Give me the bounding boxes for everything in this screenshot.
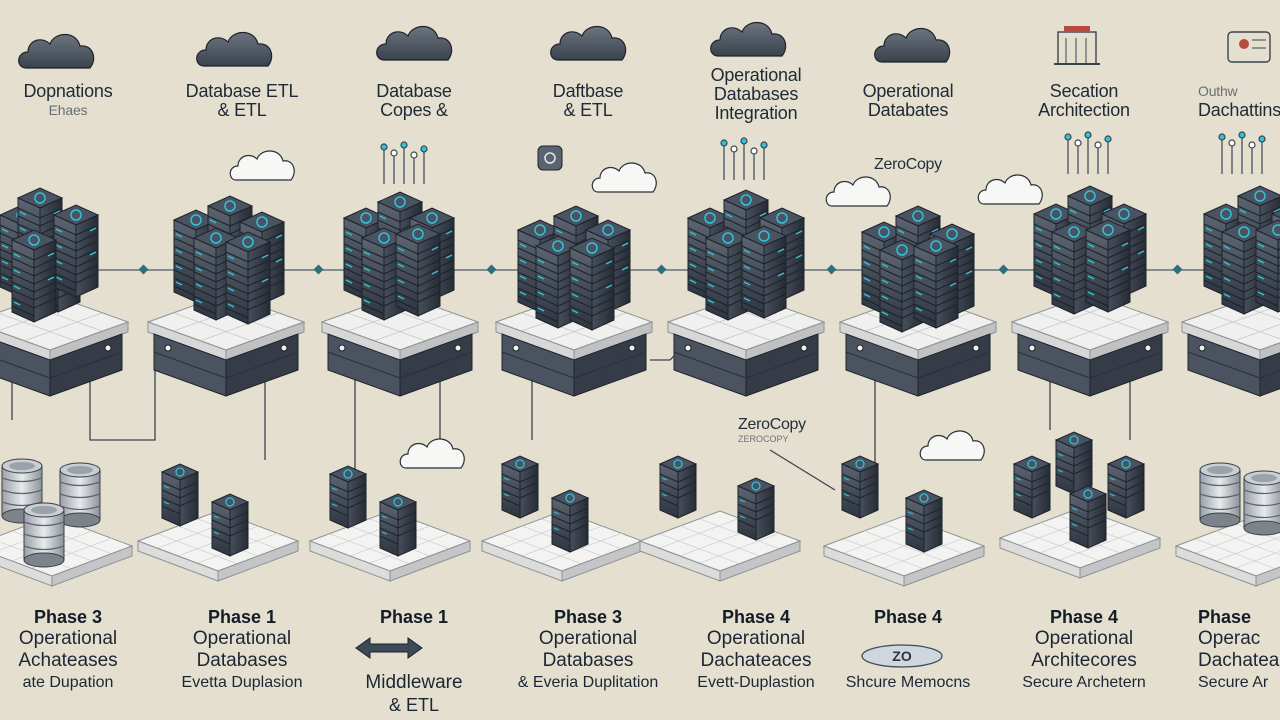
phase-label: Phase 3 bbox=[33, 607, 103, 627]
phase-line-3: & Everia Duplitation bbox=[517, 674, 659, 691]
architecture-icon bbox=[1054, 26, 1100, 65]
column-title: Operational Databases Integration bbox=[668, 66, 844, 123]
database-icon bbox=[1227, 31, 1271, 63]
column-text-3: Database Copes & Phase 1 Middleware & ET… bbox=[326, 0, 502, 720]
column-title: Secation Architection bbox=[996, 82, 1172, 120]
column-title: Database ETL & ETL bbox=[154, 82, 330, 120]
phase-label: Phase 4 bbox=[873, 607, 943, 627]
phase-line-1: Operational bbox=[18, 628, 118, 649]
phase-line-2: Databases bbox=[196, 650, 288, 671]
title-line: Secation bbox=[1049, 81, 1119, 101]
phase-line-3: Secure Archetern bbox=[1022, 674, 1146, 691]
phase-line-1: Operac bbox=[1198, 628, 1261, 649]
phase-line-3: & ETL bbox=[388, 695, 440, 715]
phase-line-2: Middleware bbox=[365, 672, 463, 693]
phase-line-2: Databases bbox=[542, 650, 634, 671]
gear-icon bbox=[537, 145, 563, 171]
phase-line-1 bbox=[326, 628, 502, 672]
phase-line-3: Evett-Duplastion bbox=[697, 674, 815, 691]
phase-label: Phase 1 bbox=[207, 607, 277, 627]
title-line: Database bbox=[376, 81, 452, 101]
title-line-2: Architection bbox=[1038, 100, 1130, 120]
phase-label: Phase 1 bbox=[379, 607, 449, 627]
phase-line-3: Secure Ar bbox=[1198, 674, 1269, 691]
phase-line-1: Operational bbox=[1034, 628, 1134, 649]
phase-block: Phase 4 Shcure Memocns bbox=[820, 606, 996, 694]
title-subline: Outhw bbox=[1198, 83, 1238, 99]
zo-logo-icon: ZO bbox=[861, 644, 943, 668]
phase-line-3: ate Dupation bbox=[22, 674, 114, 691]
title-line-2: & ETL bbox=[563, 100, 613, 120]
phase-line-2: Achateases bbox=[18, 650, 118, 671]
title-line-2: & ETL bbox=[217, 100, 267, 120]
title-line-3: Integration bbox=[714, 103, 798, 123]
phase-block: Phase 3 Operational Databases & Everia D… bbox=[500, 606, 676, 694]
title-line-2: Copes & bbox=[380, 100, 448, 120]
title-line: Dachattins bbox=[1198, 100, 1280, 120]
title-line-2: Databates bbox=[867, 100, 949, 120]
zerocopy-label-top: ZeroCopy bbox=[874, 156, 942, 173]
column-title: Daftbase & ETL bbox=[500, 82, 676, 120]
column-text-7: Secation Architection Phase 4 Operationa… bbox=[996, 0, 1172, 720]
column-4 bbox=[481, 145, 657, 582]
zerocopy-label-text: ZeroCopy bbox=[738, 416, 806, 433]
column-text-1: Dopnations Ehaes Phase 3 Operational Ach… bbox=[0, 0, 156, 720]
phase-block: Phase Operac Dachatea Secure Ar bbox=[1198, 606, 1280, 694]
column-title: Dopnations Ehaes bbox=[0, 82, 156, 120]
phase-line-2: Dachatea bbox=[1198, 650, 1280, 671]
phase-block: Phase 3 Operational Achateases ate Dupat… bbox=[0, 606, 156, 694]
phase-label: Phase 3 bbox=[553, 607, 623, 627]
phase-line-3: Shcure Memocns bbox=[845, 674, 971, 691]
title-line-2: Databases bbox=[713, 84, 799, 104]
title-line: Daftbase bbox=[552, 81, 624, 101]
title-subline: Ehaes bbox=[48, 102, 88, 118]
double-arrow-icon bbox=[355, 637, 423, 659]
title-line: Operational bbox=[710, 65, 802, 85]
column-text-2: Database ETL & ETL Phase 1 Operational D… bbox=[154, 0, 330, 720]
zerocopy-sublabel: ZEROCOPY bbox=[738, 434, 789, 444]
column-title: Database Copes & bbox=[326, 82, 502, 120]
phase-block: Phase 1 Middleware & ETL bbox=[326, 606, 502, 716]
phase-line-1: Operational bbox=[538, 628, 638, 649]
title-line: Operational bbox=[862, 81, 954, 101]
phase-line-1: Operational bbox=[192, 628, 292, 649]
column-title: Outhw Dachattins bbox=[1198, 82, 1280, 120]
column-text-8: Outhw Dachattins Phase Operac Dachatea S… bbox=[1184, 0, 1280, 720]
title-line: Database ETL bbox=[185, 81, 299, 101]
phase-label: Phase 4 bbox=[1049, 607, 1119, 627]
phase-line-1: Operational bbox=[706, 628, 806, 649]
column-title: Operational Databates bbox=[820, 82, 996, 120]
phase-label: Phase 4 bbox=[721, 607, 791, 627]
title-line: Dopnations bbox=[23, 81, 113, 101]
column-text-5: Operational Databases Integration Phase … bbox=[668, 0, 844, 720]
zo-logo-text: ZO bbox=[892, 648, 912, 664]
zerocopy-label-mid: ZeroCopy ZEROCOPY bbox=[738, 416, 806, 444]
phase-block: Phase 4 Operational Dachateaces Evett-Du… bbox=[668, 606, 844, 694]
phase-block: Phase 1 Operational Databases Evetta Dup… bbox=[154, 606, 330, 694]
phase-line-2: Dachateaces bbox=[700, 650, 812, 671]
phase-label: Phase bbox=[1198, 607, 1252, 627]
phase-line-2: Architecores bbox=[1031, 650, 1137, 671]
phase-block: Phase 4 Operational Architecores Secure … bbox=[996, 606, 1172, 694]
phase-line-1 bbox=[820, 628, 996, 672]
phase-line-3: Evetta Duplasion bbox=[181, 674, 303, 691]
column-text-6: Operational Databates Phase 4 Shcure Mem… bbox=[820, 0, 996, 720]
column-text-4: Daftbase & ETL Phase 3 Operational Datab… bbox=[500, 0, 676, 720]
